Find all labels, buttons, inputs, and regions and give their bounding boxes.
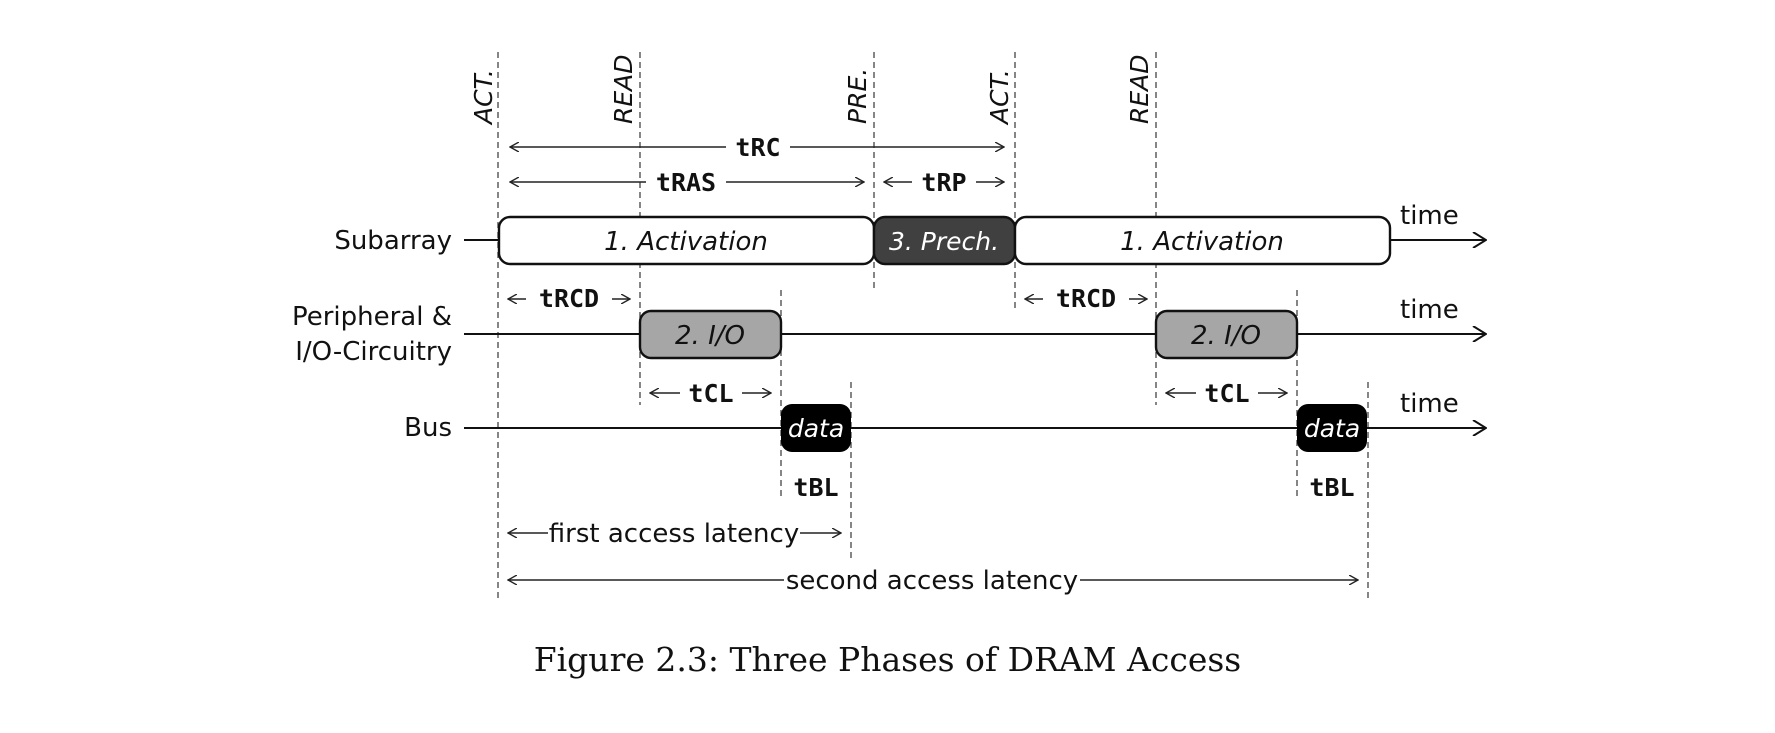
trc-span: tRC (510, 133, 1004, 162)
trcd-label-1: tRCD (539, 284, 599, 313)
phase-precharge-label: 3. Prech. (889, 227, 999, 256)
tcl-span-1: tCL (650, 379, 771, 408)
phase-io-1 (638, 309, 783, 360)
tbl-label-1: tBL (793, 473, 838, 502)
row-label-peripheral-1: Peripheral & (292, 302, 452, 332)
first-access-latency-span: first access latency (508, 519, 841, 549)
data-burst-2 (1297, 404, 1367, 452)
phase-io-2 (1154, 309, 1299, 360)
first-access-latency-label: first access latency (549, 519, 799, 549)
row-label-peripheral-2: I/O-Circuitry (295, 337, 452, 367)
cmd-read-2: READ (1125, 54, 1154, 124)
second-access-latency-span: second access latency (508, 566, 1358, 596)
phase-io-1-label: 2. I/O (675, 321, 745, 351)
row-label-subarray: Subarray (334, 226, 452, 256)
trcd-label-2: tRCD (1056, 284, 1116, 313)
tras-span: tRAS (510, 168, 864, 197)
figure-caption: Figure 2.3: Three Phases of DRAM Access (533, 640, 1242, 679)
data-burst-1 (781, 404, 851, 452)
trc-label: tRC (735, 133, 780, 162)
time-label-peripheral: time (1400, 295, 1459, 325)
phase-activation-2 (1013, 215, 1392, 266)
second-access-latency-label: second access latency (786, 566, 1078, 596)
tcl-span-2: tCL (1166, 379, 1287, 408)
phase-activation-2-label: 1. Activation (1120, 227, 1284, 257)
tcl-label-1: tCL (688, 379, 733, 408)
time-label-subarray: time (1400, 201, 1459, 231)
phase-io-2-label: 2. I/O (1191, 321, 1261, 351)
row-label-bus: Bus (404, 413, 452, 443)
data-burst-2-label: data (1304, 414, 1360, 443)
cmd-pre: PRE. (843, 68, 872, 124)
data-burst-1-label: data (788, 414, 844, 443)
time-label-bus: time (1400, 389, 1459, 419)
cmd-act-1: ACT. (469, 69, 498, 126)
trp-label: tRP (921, 168, 966, 197)
tras-label: tRAS (656, 168, 716, 197)
cmd-act-2: ACT. (985, 69, 1014, 126)
phase-activation-1-label: 1. Activation (604, 227, 768, 257)
cmd-read-1: READ (609, 54, 638, 124)
tcl-label-2: tCL (1204, 379, 1249, 408)
trp-span: tRP (884, 168, 1004, 197)
tbl-label-2: tBL (1309, 473, 1354, 502)
trcd-span-1: tRCD (508, 284, 630, 313)
trcd-span-2: tRCD (1025, 284, 1147, 313)
